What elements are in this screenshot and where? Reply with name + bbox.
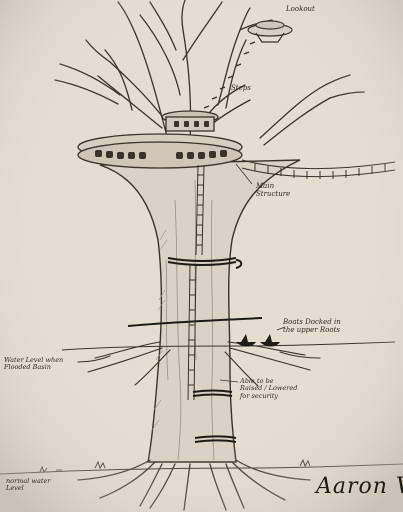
water-flooded-label: Water Level when Flooded Basin xyxy=(4,356,64,372)
steps-label: Steps xyxy=(231,84,251,92)
main-structure-label: Main Structure xyxy=(256,182,290,198)
main-structure-line-2: Structure xyxy=(256,190,291,199)
normal-water-label: normal water Level xyxy=(6,477,51,493)
boats-line-2: the upper Roots xyxy=(283,326,340,335)
raise-lower-label: Able to be Raised / Lowered for security xyxy=(240,377,298,400)
water-flooded-line-2: Flooded Basin xyxy=(4,363,51,372)
water-flooded-line-1: Water Level when xyxy=(4,356,64,364)
boats-label: Boats Docked in the upper Roots xyxy=(283,318,341,334)
artist-signature: Aaron V. xyxy=(316,474,403,499)
boats-line-1: Boats Docked in xyxy=(283,318,341,326)
raise-lower-line-2: Raised / Lowered xyxy=(240,384,298,393)
raise-lower-line-3: for security xyxy=(240,391,278,400)
normal-water-line-1: normal water xyxy=(6,477,51,485)
lookout-label: Lookout xyxy=(286,5,315,13)
main-structure-line-1: Main xyxy=(256,182,275,190)
raise-lower-line-1: Able to be xyxy=(240,377,274,385)
normal-water-line-2: Level xyxy=(6,484,24,493)
